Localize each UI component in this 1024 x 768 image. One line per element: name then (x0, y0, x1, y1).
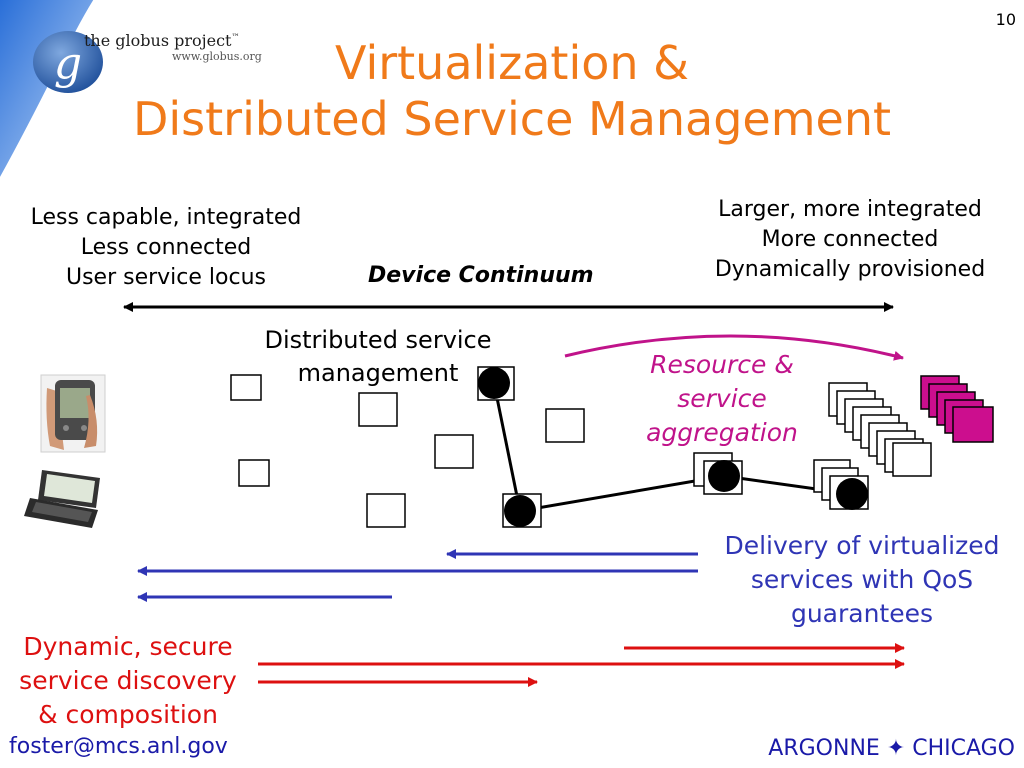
distributed-service-management-label: Distributed service management (228, 324, 528, 390)
aggregation-arrow (564, 334, 904, 361)
dsm-line: Distributed service (264, 326, 492, 354)
more-capable-line: More connected (761, 227, 939, 252)
logo-wordmark: the globus project™ (84, 31, 239, 50)
more-capable-line: Dynamically provisioned (714, 257, 986, 282)
dsm-line: management (297, 359, 459, 387)
globus-logo: g (33, 31, 103, 93)
aggregation-line: Resource & (650, 350, 794, 379)
more-capable-line: Larger, more integrated (718, 197, 982, 222)
less-capable-line: Less connected (80, 235, 252, 260)
delivery-line: Delivery of virtualized (724, 531, 1000, 560)
laptop-device-icon (24, 470, 100, 528)
resource-aggregation-label: Resource & service aggregation (612, 348, 832, 450)
logo-url: www.globus.org (172, 50, 262, 63)
discovery-line: & composition (38, 700, 218, 729)
slide-number: 10 (995, 10, 1016, 29)
service-box (358, 392, 398, 427)
less-capable-text: Less capable, integrated Less connected … (0, 203, 332, 293)
resource-stack-white (828, 382, 932, 477)
svg-text:g: g (54, 38, 82, 89)
service-box (366, 493, 406, 528)
logo-trademark: ™ (231, 32, 240, 42)
footer-email: foster@mcs.anl.gov (9, 734, 228, 759)
service-boxes (230, 374, 585, 528)
logo-name: the globus project (84, 31, 232, 50)
network-node (813, 459, 869, 510)
discovery-line: Dynamic, secure (23, 632, 233, 661)
service-box (230, 374, 262, 401)
discovery-line: service discovery (19, 666, 237, 695)
slide-title-line-1: Virtualization & (334, 36, 690, 90)
less-capable-line: User service locus (65, 265, 266, 290)
delivery-line: services with QoS (750, 565, 974, 594)
service-box (434, 434, 474, 469)
network-node (502, 493, 542, 528)
aggregation-line: aggregation (646, 418, 798, 447)
aggregation-line: service (677, 384, 767, 413)
pda-device-icon (40, 374, 106, 453)
device-continuum-label: Device Continuum (368, 263, 594, 288)
delivery-virtualized-label: Delivery of virtualized services with Qo… (700, 529, 1024, 631)
footer-institution: ARGONNE ✦ CHICAGO (768, 736, 1015, 761)
less-capable-line: Less capable, integrated (30, 205, 302, 230)
service-discovery-label: Dynamic, secure service discovery & comp… (0, 630, 256, 732)
service-box (238, 459, 270, 487)
delivery-line: guarantees (790, 599, 934, 628)
network-node (477, 366, 515, 401)
more-capable-text: Larger, more integrated More connected D… (684, 195, 1016, 285)
service-box (545, 408, 585, 443)
network-node (693, 452, 743, 495)
resource-stack-magenta (920, 375, 994, 443)
slide-title-line-2: Distributed Service Management (132, 92, 892, 146)
